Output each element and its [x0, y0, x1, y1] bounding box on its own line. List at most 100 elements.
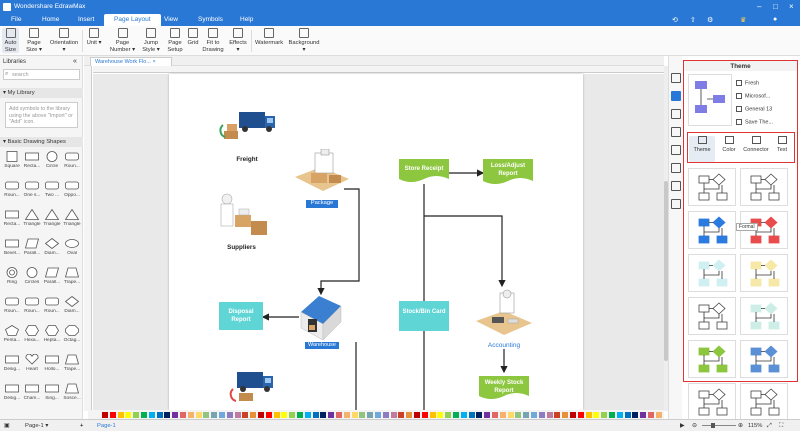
shape-item[interactable]: Sosce... — [63, 383, 81, 405]
subtab-color[interactable]: Color — [716, 136, 742, 153]
theme-icon[interactable] — [671, 91, 681, 101]
suppliers-icon[interactable] — [211, 191, 271, 241]
layers-icon[interactable] — [671, 145, 681, 155]
page-size-button[interactable]: Page Size ▾ — [24, 28, 44, 53]
color-swatch[interactable] — [460, 412, 467, 418]
color-swatch[interactable] — [609, 412, 615, 418]
shape-item[interactable]: Bevel... — [3, 238, 21, 260]
color-swatch[interactable] — [390, 412, 397, 418]
color-swatch[interactable] — [531, 412, 537, 418]
color-swatch[interactable] — [148, 412, 155, 418]
color-swatch[interactable] — [265, 412, 272, 418]
stock-bin-card-box[interactable]: Stock/Bin Card — [399, 301, 449, 331]
shape-item[interactable]: Ring — [3, 267, 21, 289]
color-swatch[interactable] — [273, 412, 280, 418]
color-swatch[interactable] — [141, 412, 147, 418]
color-swatch[interactable] — [133, 412, 140, 418]
page-dropdown[interactable]: Page-1 ▾ — [25, 423, 49, 429]
collapse-panel-icon[interactable]: « — [73, 58, 77, 65]
theme-card[interactable] — [688, 297, 736, 335]
tab-help[interactable]: Help — [240, 16, 254, 23]
color-swatch[interactable] — [507, 412, 514, 418]
tab-home[interactable]: Home — [42, 16, 60, 23]
theme-card[interactable] — [740, 254, 788, 292]
zoom-out-icon[interactable]: ⊖ — [692, 423, 697, 429]
shape-item[interactable]: Roun... — [3, 296, 21, 318]
auto-size-button[interactable]: Auto Size — [2, 28, 19, 53]
color-swatch[interactable] — [382, 412, 389, 418]
page-tab[interactable]: Page-1 — [97, 423, 116, 429]
scrollbar-thumb[interactable] — [664, 181, 668, 361]
color-swatch[interactable] — [632, 412, 639, 418]
color-swatch[interactable] — [125, 412, 132, 418]
settings-icon[interactable]: ⚙ — [707, 17, 714, 24]
crown-icon[interactable]: ♛ — [740, 17, 747, 24]
shape-item[interactable]: Circles — [23, 267, 41, 289]
color-swatch[interactable] — [336, 412, 342, 418]
accounting-icon[interactable] — [474, 289, 534, 339]
subtab-theme[interactable]: Theme — [689, 136, 715, 162]
color-swatch[interactable] — [375, 412, 381, 418]
color-swatch[interactable] — [421, 412, 428, 418]
add-page-button[interactable]: + — [80, 423, 84, 429]
color-swatch[interactable] — [523, 412, 530, 418]
color-swatch[interactable] — [453, 412, 459, 418]
shape-item[interactable]: Oval — [63, 238, 81, 260]
package-icon[interactable] — [291, 148, 351, 199]
color-swatch[interactable] — [312, 412, 319, 418]
color-swatch[interactable] — [655, 412, 662, 418]
color-swatch[interactable] — [640, 412, 647, 418]
maximize-icon[interactable]: □ — [773, 2, 778, 11]
diagram-page[interactable]: Freight Package Suppliers Disposal Repor… — [169, 74, 583, 410]
color-swatch[interactable] — [164, 412, 171, 418]
tab-page-layout[interactable]: Page Layout — [104, 14, 161, 26]
color-swatch[interactable] — [577, 412, 584, 418]
shape-item[interactable]: Two ... — [43, 180, 61, 202]
comment-icon[interactable] — [671, 181, 681, 191]
background-button[interactable]: Background ▾ — [288, 28, 320, 53]
theme-card[interactable] — [740, 383, 788, 421]
store-receipt-box[interactable]: Store Receipt — [399, 159, 449, 185]
color-swatch[interactable] — [585, 412, 592, 418]
theme-card[interactable] — [740, 297, 788, 335]
theme-card[interactable] — [688, 383, 736, 421]
fit-to-drawing-button[interactable]: Fit to Drawing — [202, 28, 224, 53]
minimize-icon[interactable]: – — [757, 2, 762, 11]
subtab-connector[interactable]: Connector — [743, 136, 769, 153]
color-swatch[interactable] — [109, 412, 116, 418]
color-swatch[interactable] — [117, 412, 124, 418]
color-swatch[interactable] — [398, 412, 405, 418]
color-swatch[interactable] — [476, 412, 483, 418]
zoom-slider-handle[interactable] — [711, 423, 715, 428]
shape-item[interactable]: Triangle — [63, 209, 81, 231]
page-layout-icon[interactable]: ▣ — [4, 423, 10, 429]
shape-item[interactable]: Circle — [43, 151, 61, 173]
theme-option-fresh[interactable]: Fresh — [736, 80, 759, 86]
color-swatch[interactable] — [648, 412, 654, 418]
shape-item[interactable]: Octag... — [63, 325, 81, 347]
color-swatch[interactable] — [343, 412, 350, 418]
close-icon[interactable]: × — [789, 2, 794, 11]
shape-item[interactable]: Roun... — [43, 296, 61, 318]
color-swatch[interactable] — [187, 412, 194, 418]
color-swatch[interactable] — [484, 412, 491, 418]
page-number-button[interactable]: Page Number ▾ — [109, 28, 136, 53]
color-swatch[interactable] — [616, 412, 623, 418]
color-swatch[interactable] — [499, 412, 506, 418]
shape-item[interactable]: Sing... — [43, 383, 61, 405]
warehouse-label[interactable]: Warehouse — [305, 342, 339, 349]
tab-symbols[interactable]: Symbols — [198, 16, 223, 23]
color-swatch[interactable] — [515, 412, 522, 418]
shape-item[interactable]: Penta... — [3, 325, 21, 347]
image-icon[interactable] — [671, 127, 681, 137]
page-setup-button[interactable]: Page Setup — [166, 28, 184, 53]
shape-item[interactable]: Heart — [23, 354, 41, 376]
color-swatch[interactable] — [554, 412, 561, 418]
document-tab[interactable]: Warehouse Work Flo... × — [90, 57, 172, 66]
fit-page-icon[interactable]: ⤢ — [767, 423, 772, 429]
disposal-report-box[interactable]: Disposal Report — [219, 302, 263, 330]
color-swatch[interactable] — [172, 412, 179, 418]
theme-card[interactable] — [688, 168, 736, 206]
user-icon[interactable]: ● — [773, 16, 778, 23]
effects-button[interactable]: Effects ▾ — [228, 28, 248, 53]
